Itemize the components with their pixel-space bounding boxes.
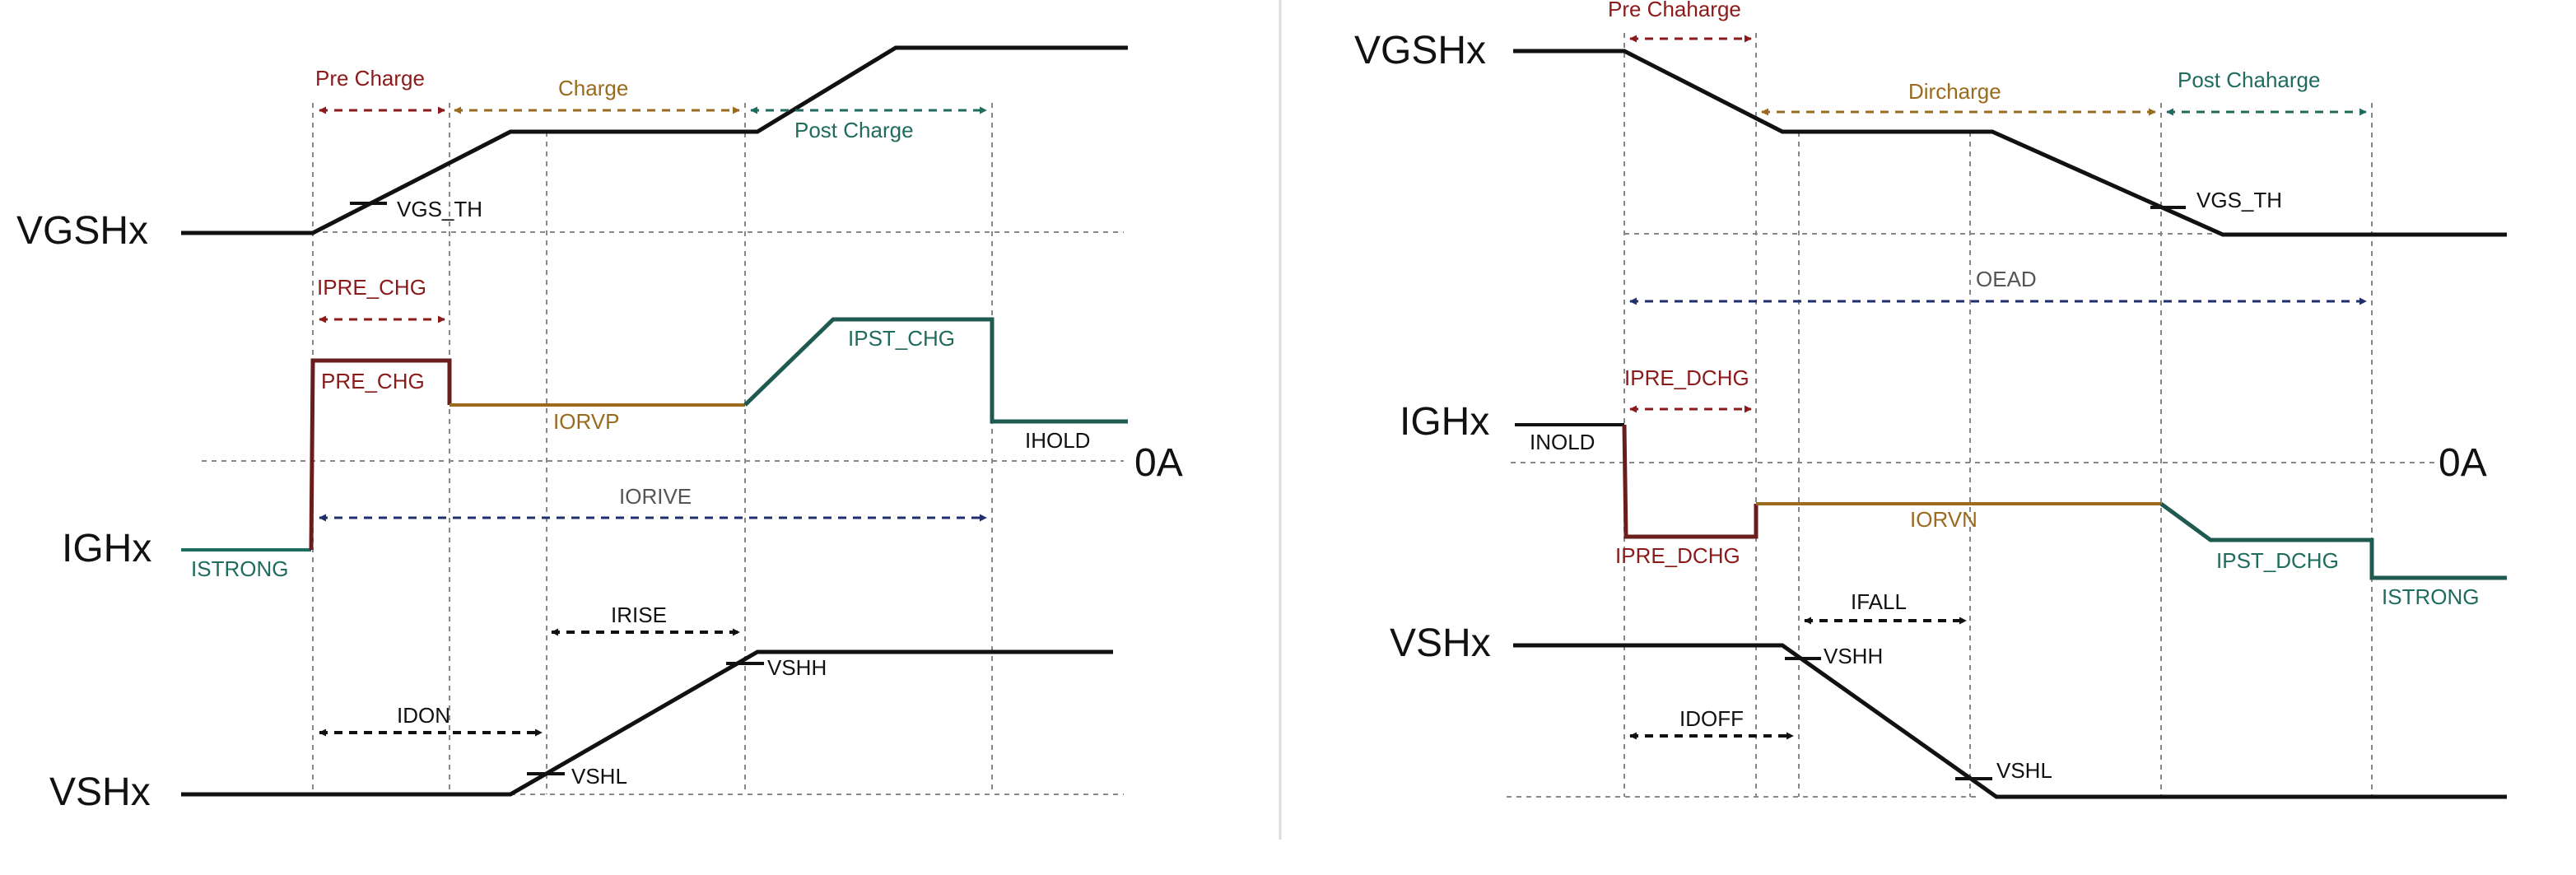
right-vshl-label: VSHL xyxy=(1996,758,2052,783)
left-ighx-ipst-chg-segment xyxy=(743,317,1128,424)
right-vshx-label: VSHx xyxy=(1390,621,1491,665)
left-iorvp-label: IORVP xyxy=(553,409,619,434)
left-vshh-label: VSHH xyxy=(767,655,827,680)
right-guides xyxy=(1623,33,2373,797)
left-post-charge-label: Post Charge xyxy=(794,118,914,142)
right-inold-label: INOLD xyxy=(1530,430,1595,454)
left-irise-label: IRISE xyxy=(611,603,667,627)
right-post-charge-label: Post Chaharge xyxy=(2178,67,2320,92)
right-pre-charge-label: Pre Chaharge xyxy=(1608,0,1741,21)
right-ifall-label: IFALL xyxy=(1851,589,1907,614)
right-vshx-waveform xyxy=(1513,643,2507,799)
left-ihold-label: IHOLD xyxy=(1025,428,1090,453)
right-discharge-label: Dircharge xyxy=(1908,79,2001,104)
left-zero-current-label: 0A xyxy=(1134,441,1183,485)
left-charge-label: Charge xyxy=(558,76,628,100)
left-ipre-chg-arrow-label: IPRE_CHG xyxy=(317,275,426,300)
left-pre-chg-label: PRE_CHG xyxy=(321,369,425,393)
left-pre-charge-label: Pre Charge xyxy=(315,66,425,91)
left-vgshx-waveform xyxy=(181,45,1128,235)
right-vgshx-waveform xyxy=(1513,49,2507,237)
left-vshl-label: VSHL xyxy=(571,764,627,789)
right-vshh-label: VSHH xyxy=(1824,644,1883,668)
right-oead-label: OEAD xyxy=(1976,267,2037,291)
left-baselines xyxy=(202,231,1124,795)
right-panel: VGSHx IGHx VSHx 0A Pre Chaharge Dircharg… xyxy=(1354,0,2507,799)
right-vgs-th-label: VGS_TH xyxy=(2196,188,2282,212)
left-vgshx-label: VGSHx xyxy=(16,209,148,253)
left-vgs-th-label: VGS_TH xyxy=(397,197,482,221)
left-ipst-chg-label: IPST_CHG xyxy=(848,326,955,351)
left-idon-label: IDON xyxy=(397,703,450,728)
right-idoff-label: IDOFF xyxy=(1679,706,1744,731)
left-panel: VGSHx IGHx VSHx 0A Pre Charge Charge Pos… xyxy=(16,45,1183,814)
right-zero-current-label: 0A xyxy=(2439,441,2487,485)
right-ighx-label: IGHx xyxy=(1400,400,1489,444)
right-istrong-label: ISTRONG xyxy=(2382,584,2479,609)
left-istrong-label: ISTRONG xyxy=(191,556,288,581)
right-ipst-dchg-label: IPST_DCHG xyxy=(2216,548,2339,573)
right-vgshx-label: VGSHx xyxy=(1354,29,1486,72)
left-ighx-pre-chg-segment xyxy=(309,358,452,551)
right-baselines xyxy=(1507,233,2437,798)
left-iorive-label: IORIVE xyxy=(619,484,692,509)
right-iorvn-label: IORVN xyxy=(1910,507,1977,532)
left-vshx-waveform xyxy=(181,649,1113,797)
left-ighx-label: IGHx xyxy=(62,527,151,570)
left-vshx-label: VSHx xyxy=(49,770,151,814)
right-ighx-ipst-dchg-segment xyxy=(2159,501,2507,580)
right-ipre-dchg-arrow-label: IPRE_DCHG xyxy=(1624,365,1749,390)
right-ighx-pre-dchg-segment xyxy=(1622,424,1758,539)
right-ipre-dchg-label: IPRE_DCHG xyxy=(1615,543,1740,568)
